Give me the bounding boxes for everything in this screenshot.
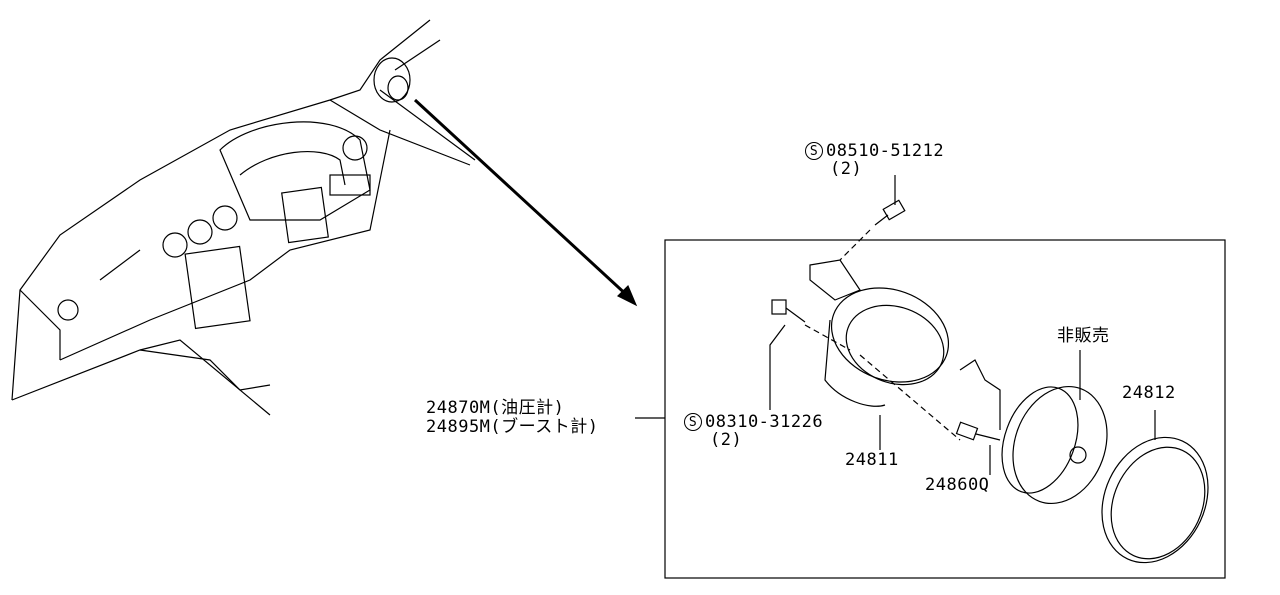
gauge-oil-label: 24870M(油圧計) (426, 398, 565, 418)
housing-24811 (809, 259, 961, 450)
bolt-top-qty: (2) (830, 159, 863, 179)
bolt-left-qty: (2) (710, 430, 743, 450)
part-number-text: 08510-51212 (826, 141, 945, 161)
bolt-left (769, 299, 851, 410)
pointer-arrow (413, 98, 632, 300)
housing-label: 24811 (845, 450, 899, 470)
bezel-24812 (1101, 410, 1209, 564)
bulb-socket-24860Q (955, 359, 1001, 475)
not-for-sale-label: 非販売 (1057, 326, 1110, 346)
standard-part-icon: S (805, 142, 823, 160)
bezel-label: 24812 (1122, 383, 1176, 403)
gauge-unit (1001, 350, 1108, 505)
dashboard-illustration (11, 19, 476, 416)
gauge-boost-label: 24895M(ブースト計) (426, 417, 599, 437)
part-number-text: 08310-31226 (705, 412, 824, 432)
arrow-head (616, 284, 638, 307)
standard-part-icon: S (684, 413, 702, 431)
bulb-label: 24860Q (925, 475, 990, 495)
assembly-box (664, 239, 1226, 579)
bolt-top (839, 175, 906, 261)
